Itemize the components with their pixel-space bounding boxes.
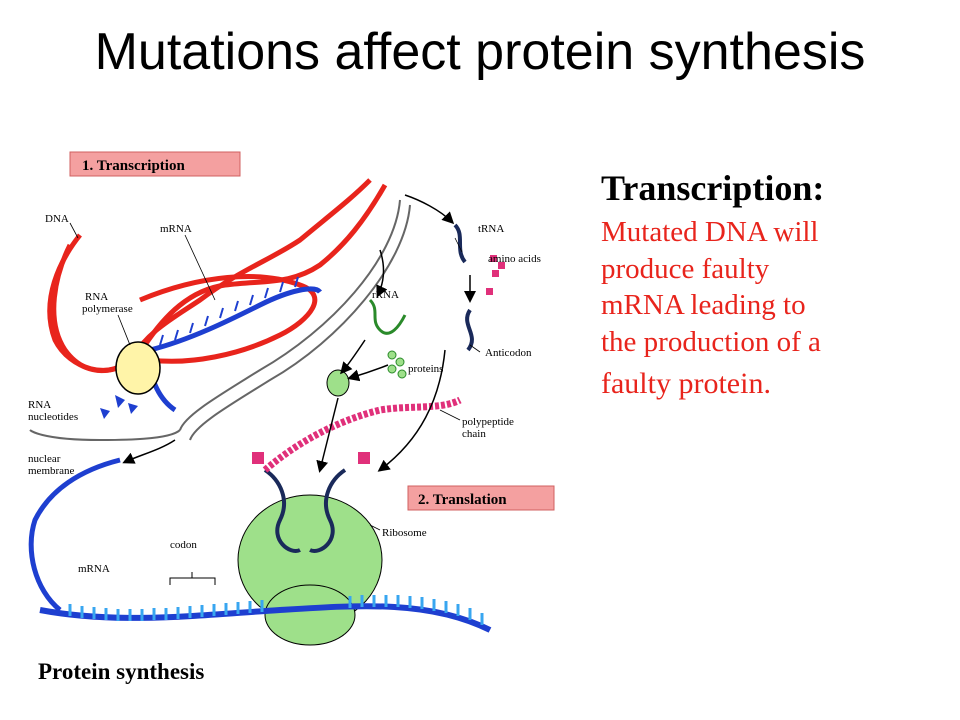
label-rna-polymerase-1: RNA [85,291,108,303]
transcription-label: 1. Transcription [82,158,185,174]
rna-polymerase [115,341,161,395]
side-line-1: Mutated DNA will [601,216,819,248]
label-codon: codon [170,539,197,551]
side-line-4: the production of a [601,325,821,358]
label-polypeptide-1: polypeptide [462,416,514,428]
label-nuclear-membrane-1: nuclear [28,453,61,465]
trna-molecules-on-ribosome [263,468,347,553]
label-dna: DNA [45,213,69,225]
label-rna-nucleotides-1: RNA [28,399,51,411]
mrna-strand-forming [147,276,323,413]
label-nuclear-membrane-2: membrane [28,465,75,477]
ribosome [237,494,383,646]
codon-bracket [169,572,216,585]
polypeptide-chain [252,396,462,473]
side-explanation: Transcription: Mutated DNA will produce … [601,168,946,403]
side-line-5: faulty protein. [601,367,771,400]
trna-free [453,223,467,264]
diagram-caption: Protein synthesis [38,659,204,684]
proteins-dots [387,350,407,379]
slide-title: Mutations affect protein synthesis [94,23,866,81]
label-amino-acids: amino acids [488,253,541,265]
label-rna-nucleotides-2: nucleotides [28,411,78,423]
label-rrna: rRNA [372,289,399,301]
label-trna: tRNA [478,223,504,235]
protein-synthesis-diagram: 1. Transcription [28,151,555,684]
label-ribosome: Ribosome [382,527,427,539]
label-polypeptide-2: chain [462,428,486,440]
label-anticodon: Anticodon [485,347,532,359]
mrna-translation-strand [39,595,492,633]
label-proteins: proteins [408,363,443,375]
label-leader-lines [69,222,481,531]
trna-with-anticodon [465,308,474,352]
translation-label: 2. Translation [418,492,507,508]
translation-label-box: 2. Translation [407,485,555,511]
ribosome-subunit [326,369,350,397]
side-line-3: mRNA leading to [601,289,806,321]
amino-acids [486,255,505,295]
nuclear-envelope [29,199,411,442]
side-line-2: produce faulty [601,252,770,285]
label-mrna-top: mRNA [160,223,192,235]
side-heading: Transcription: [601,168,825,208]
label-mrna-bottom: mRNA [78,563,110,575]
mrna-exiting-strand [28,457,121,612]
transcription-label-box: 1. Transcription [69,151,241,177]
process-arrows [122,194,476,473]
rrna [368,298,407,335]
dna-helix [47,178,388,373]
rna-nucleotides [100,395,138,419]
label-rna-polymerase-2: polymerase [82,303,133,315]
